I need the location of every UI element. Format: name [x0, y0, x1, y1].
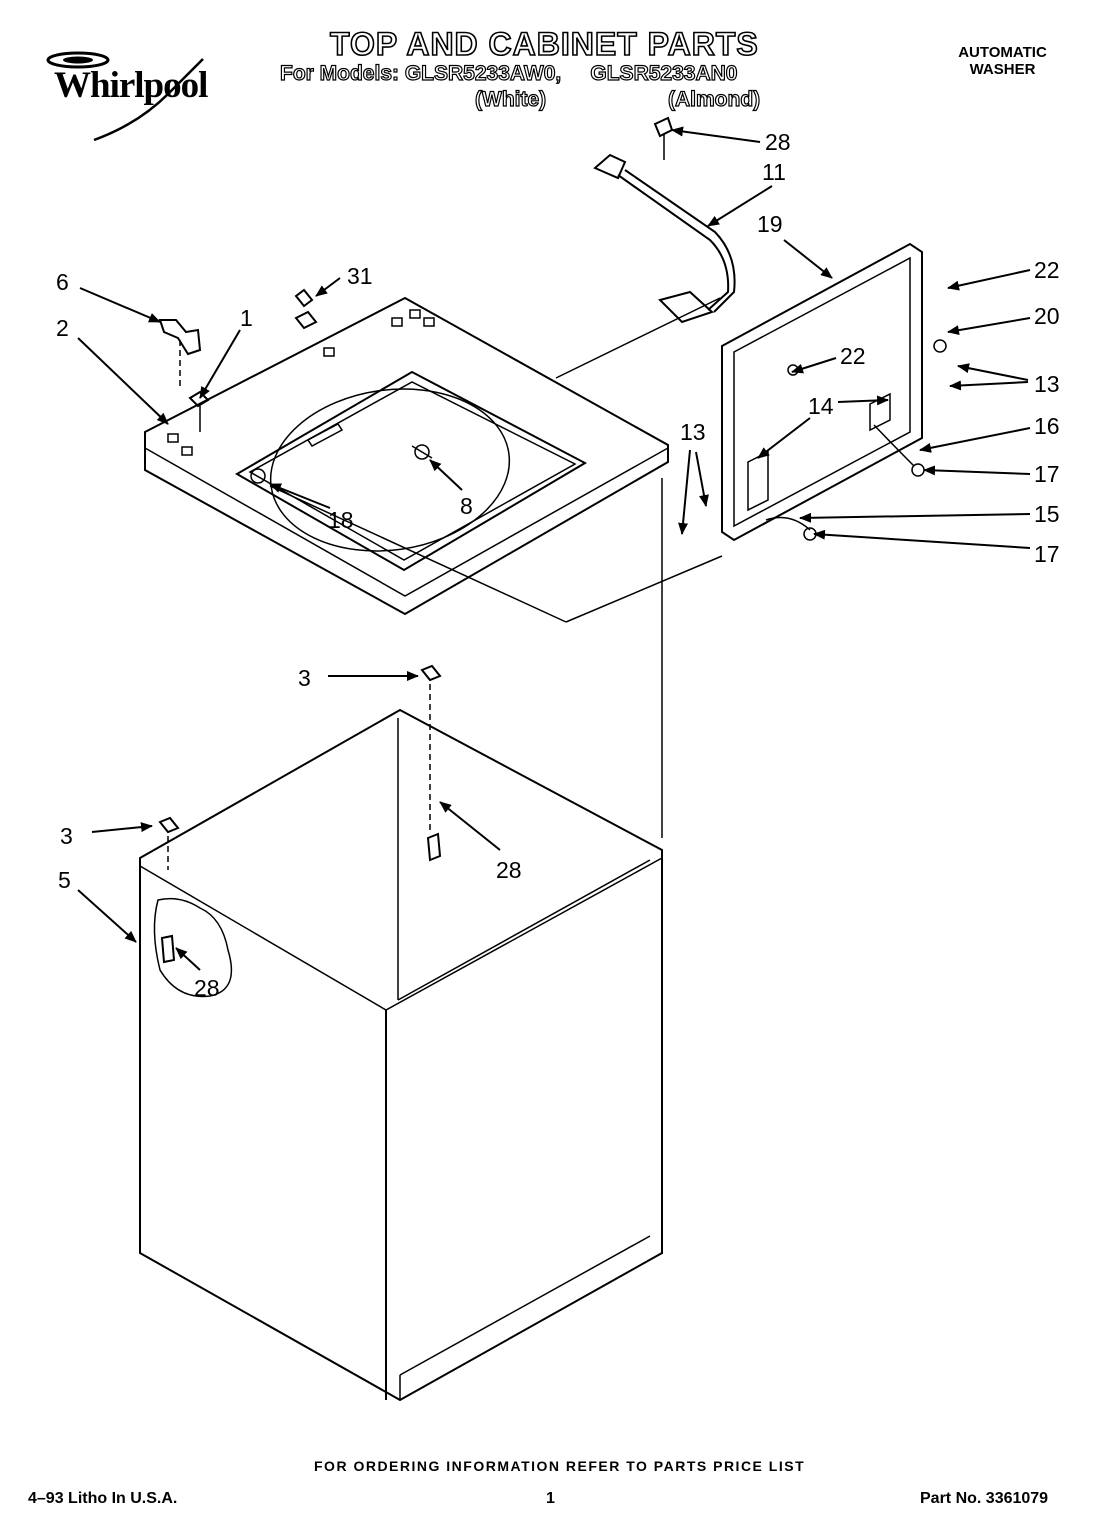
arrow-16 — [919, 427, 1031, 453]
callout-22-right: 22 — [1034, 257, 1060, 283]
callout-5: 5 — [58, 867, 71, 893]
callout-17-upper: 17 — [1034, 461, 1060, 487]
arrow-17-lower — [813, 529, 1031, 549]
arrow-8 — [429, 459, 463, 491]
models-line: For Models: GLSR5233AW0, GLSR5233AN0 — [279, 61, 738, 85]
top-clips — [158, 288, 318, 432]
callout-1: 1 — [240, 305, 253, 331]
variant-almond: (Almond) — [667, 87, 761, 111]
whirlpool-swirl-icon — [46, 51, 204, 142]
callout-11: 11 — [762, 159, 786, 185]
whirlpool-logo: Whirlpool — [28, 44, 233, 144]
washer-top-panel — [144, 296, 669, 616]
arrow-22-left — [791, 357, 837, 374]
callout-13-left: 13 — [680, 419, 706, 445]
callout-2: 2 — [56, 315, 69, 341]
page-title: TOP AND CABINET PARTS — [329, 25, 759, 63]
appliance-type: AUTOMATIC WASHER — [945, 44, 1060, 78]
arrow-1 — [199, 329, 241, 399]
callout-8: 8 — [460, 493, 473, 519]
console-frame-part-19 — [721, 242, 947, 542]
callout-13-right: 13 — [1034, 371, 1060, 397]
callout-18: 18 — [328, 507, 354, 533]
brand-name: Whirlpool — [54, 65, 208, 106]
arrow-11 — [707, 185, 773, 227]
ordering-note: FOR ORDERING INFORMATION REFER TO PARTS … — [314, 1458, 806, 1474]
arrow-14-b — [757, 417, 811, 459]
variant-white: (White) — [474, 87, 547, 111]
wire-harness-part-11 — [593, 116, 736, 324]
callout-22-left: 22 — [840, 343, 866, 369]
callout-14: 14 — [808, 393, 834, 419]
callout-31: 31 — [347, 263, 373, 289]
callout-28-top: 28 — [765, 129, 791, 155]
arrow-5 — [77, 889, 137, 943]
arrow-28-top — [671, 126, 761, 143]
part-number: Part No. 3361079 — [920, 1490, 1049, 1507]
callout-20: 20 — [1034, 303, 1060, 329]
arrow-18 — [269, 483, 331, 509]
appliance-type-line1: AUTOMATIC — [958, 44, 1047, 61]
callout-19: 19 — [757, 211, 783, 237]
litho-note: 4–93 Litho In U.S.A. — [28, 1490, 178, 1507]
callout-17-lower: 17 — [1034, 541, 1060, 567]
arrow-13-right-a — [957, 363, 1029, 381]
assembly-line-1 — [555, 297, 721, 379]
arrow-28-mid — [439, 801, 501, 851]
assembly-line-2 — [565, 555, 723, 623]
arrow-15 — [799, 512, 1031, 523]
callout-28-lower: 28 — [194, 975, 220, 1001]
callout-6: 6 — [56, 269, 69, 295]
arrow-2 — [77, 337, 169, 425]
page-number: 1 — [546, 1490, 555, 1507]
arrow-20 — [947, 317, 1031, 336]
arrow-6 — [79, 287, 161, 323]
callout-15: 15 — [1034, 501, 1060, 527]
arrow-19 — [783, 239, 833, 279]
arrow-31 — [315, 277, 341, 297]
arrow-13-left-a — [678, 449, 691, 535]
arrow-14-a — [837, 395, 889, 406]
arrow-17-upper — [923, 465, 1031, 476]
appliance-type-line2: WASHER — [969, 61, 1036, 78]
callout-3-upper: 3 — [298, 665, 311, 691]
arrow-3-lower — [91, 822, 153, 833]
callout-28-mid: 28 — [496, 857, 522, 883]
assembly-line-3 — [269, 485, 567, 623]
cabinet-part-5 — [139, 664, 663, 1402]
arrow-13-right-b — [949, 380, 1029, 391]
callout-16: 16 — [1034, 413, 1060, 439]
arrow-28-lower — [175, 947, 201, 971]
arrow-22-right — [947, 269, 1031, 291]
lid-hinge-part-8 — [411, 444, 433, 460]
arrow-13-left-b — [695, 451, 709, 507]
callout-3-lower: 3 — [60, 823, 73, 849]
